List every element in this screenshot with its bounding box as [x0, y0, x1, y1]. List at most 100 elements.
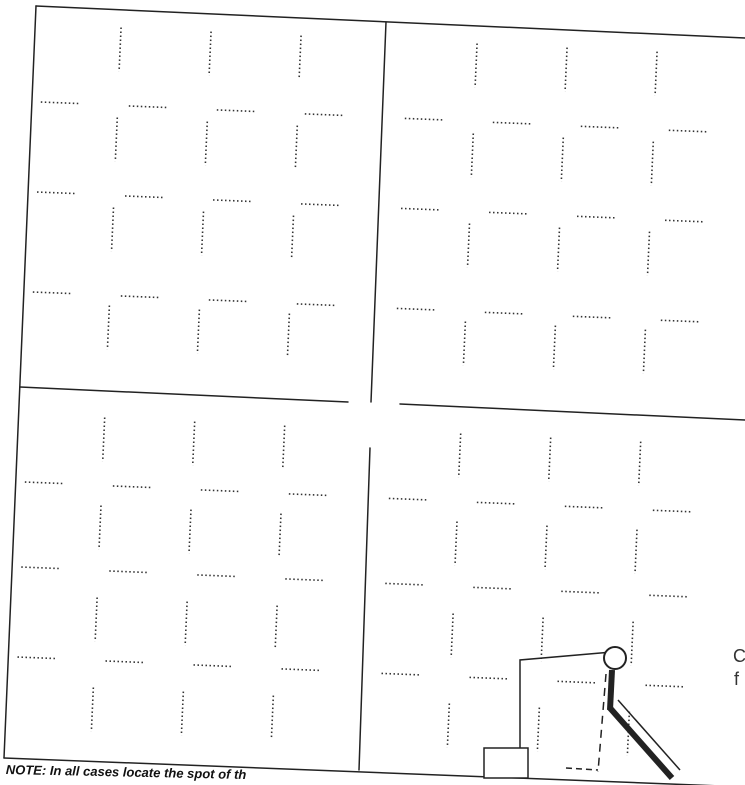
grid-dots-h — [124, 195, 164, 199]
grid-dots-h — [388, 497, 427, 501]
grid-dots-v — [180, 691, 185, 736]
grid-dots-h — [404, 117, 443, 121]
grid-dots-v — [637, 441, 642, 486]
grid-dots-v — [94, 597, 98, 642]
grid-dots-v — [454, 521, 458, 566]
grid-dots-v — [188, 509, 192, 554]
grid-dots-h — [281, 668, 320, 672]
dashed-guide — [597, 673, 607, 773]
base-block — [483, 747, 529, 779]
grid-dots-h — [473, 586, 512, 590]
grid-dots-v — [650, 141, 655, 186]
grid-dots-h — [476, 501, 515, 505]
grid-dots-v — [274, 605, 278, 650]
grid-dots-v — [540, 617, 544, 662]
grid-dots-h — [120, 295, 159, 299]
dashed-guide-2 — [565, 767, 599, 771]
grid-dots-v — [286, 313, 291, 358]
grid-dots-v — [547, 437, 552, 482]
grid-dots-h — [216, 109, 255, 113]
divider-horizontal-right — [399, 403, 745, 421]
grid-dots-h — [557, 680, 596, 684]
grid-dots-h — [564, 505, 603, 509]
grid-dots-h — [381, 672, 420, 676]
grid-dots-h — [488, 211, 528, 215]
grid-dots-v — [446, 703, 451, 748]
grid-dots-h — [112, 485, 151, 489]
grid-dots-v — [101, 417, 106, 462]
grid-dots-v — [654, 51, 658, 96]
grid-dots-v — [470, 133, 475, 178]
divider-vertical-lower — [358, 447, 371, 771]
grid-dots-h — [32, 291, 71, 295]
border-top — [35, 5, 745, 39]
grid-dots-h — [652, 509, 691, 513]
grid-dots-h — [288, 493, 327, 497]
grid-dots-h — [105, 660, 144, 664]
grid-dots-h — [400, 207, 440, 211]
grid-dots-v — [290, 215, 295, 260]
grid-dots-h — [296, 303, 335, 307]
divider-vertical-upper — [370, 21, 387, 403]
grid-dots-h — [580, 125, 619, 129]
grid-dots-h — [484, 311, 523, 315]
support-frame — [519, 651, 613, 748]
grid-dots-v — [204, 121, 209, 166]
grid-dots-h — [300, 203, 340, 207]
grid-dots-v — [462, 321, 467, 366]
grid-dots-v — [191, 421, 196, 466]
grid-dots-v — [98, 505, 102, 550]
grid-dots-h — [208, 299, 247, 303]
grid-dots-h — [304, 113, 343, 117]
grid-dots-v — [270, 695, 275, 740]
grid-dots-h — [285, 578, 324, 582]
grid-dots-h — [469, 676, 508, 680]
grid-dots-v — [184, 601, 188, 646]
grid-dots-h — [193, 664, 232, 668]
edge-mark-2: f — [734, 669, 740, 689]
grid-dots-h — [396, 307, 435, 311]
grid-dots-v — [642, 329, 647, 374]
border-left — [3, 5, 37, 759]
grid-dots-v — [208, 31, 212, 76]
grid-dots-h — [24, 481, 63, 485]
grid-dots-h — [561, 590, 600, 594]
grid-dots-h — [197, 574, 236, 578]
grid-dots-h — [36, 191, 76, 195]
grid-dots-h — [664, 219, 704, 223]
grid-dots-v — [630, 621, 634, 666]
border-bottom — [3, 757, 715, 785]
grid-dots-v — [560, 137, 565, 182]
grid-dots-v — [474, 43, 478, 88]
grid-dots-v — [556, 227, 561, 272]
grid-dots-v — [457, 433, 462, 478]
grid-dots-v — [106, 305, 111, 350]
grid-dots-h — [576, 215, 616, 219]
grid-dots-v — [118, 27, 122, 72]
grid-dots-v — [634, 529, 638, 574]
grid-dots-v — [466, 223, 471, 268]
ball — [603, 646, 627, 670]
grid-dots-h — [645, 684, 684, 688]
grid-dots-v — [278, 513, 282, 558]
grid-dots-v — [544, 525, 548, 570]
grid-dots-h — [40, 101, 79, 105]
grid-dots-v — [450, 613, 454, 658]
grid-dots-v — [552, 325, 557, 370]
grid-dots-h — [649, 594, 688, 598]
grid-dots-h — [200, 489, 239, 493]
grid-dots-v — [298, 35, 302, 80]
grid-dots-v — [196, 309, 201, 354]
grid-dots-v — [626, 711, 631, 756]
pole-upper — [607, 669, 615, 711]
grid-dots-v — [536, 707, 541, 752]
grid-dots-v — [646, 231, 651, 276]
grid-dots-v — [564, 47, 568, 92]
grid-dots-h — [17, 656, 56, 660]
grid-dots-h — [572, 315, 611, 319]
divider-horizontal-left — [19, 386, 349, 403]
grid-dots-v — [200, 211, 205, 256]
grid-dots-h — [668, 129, 707, 133]
grid-dots-h — [128, 105, 167, 109]
